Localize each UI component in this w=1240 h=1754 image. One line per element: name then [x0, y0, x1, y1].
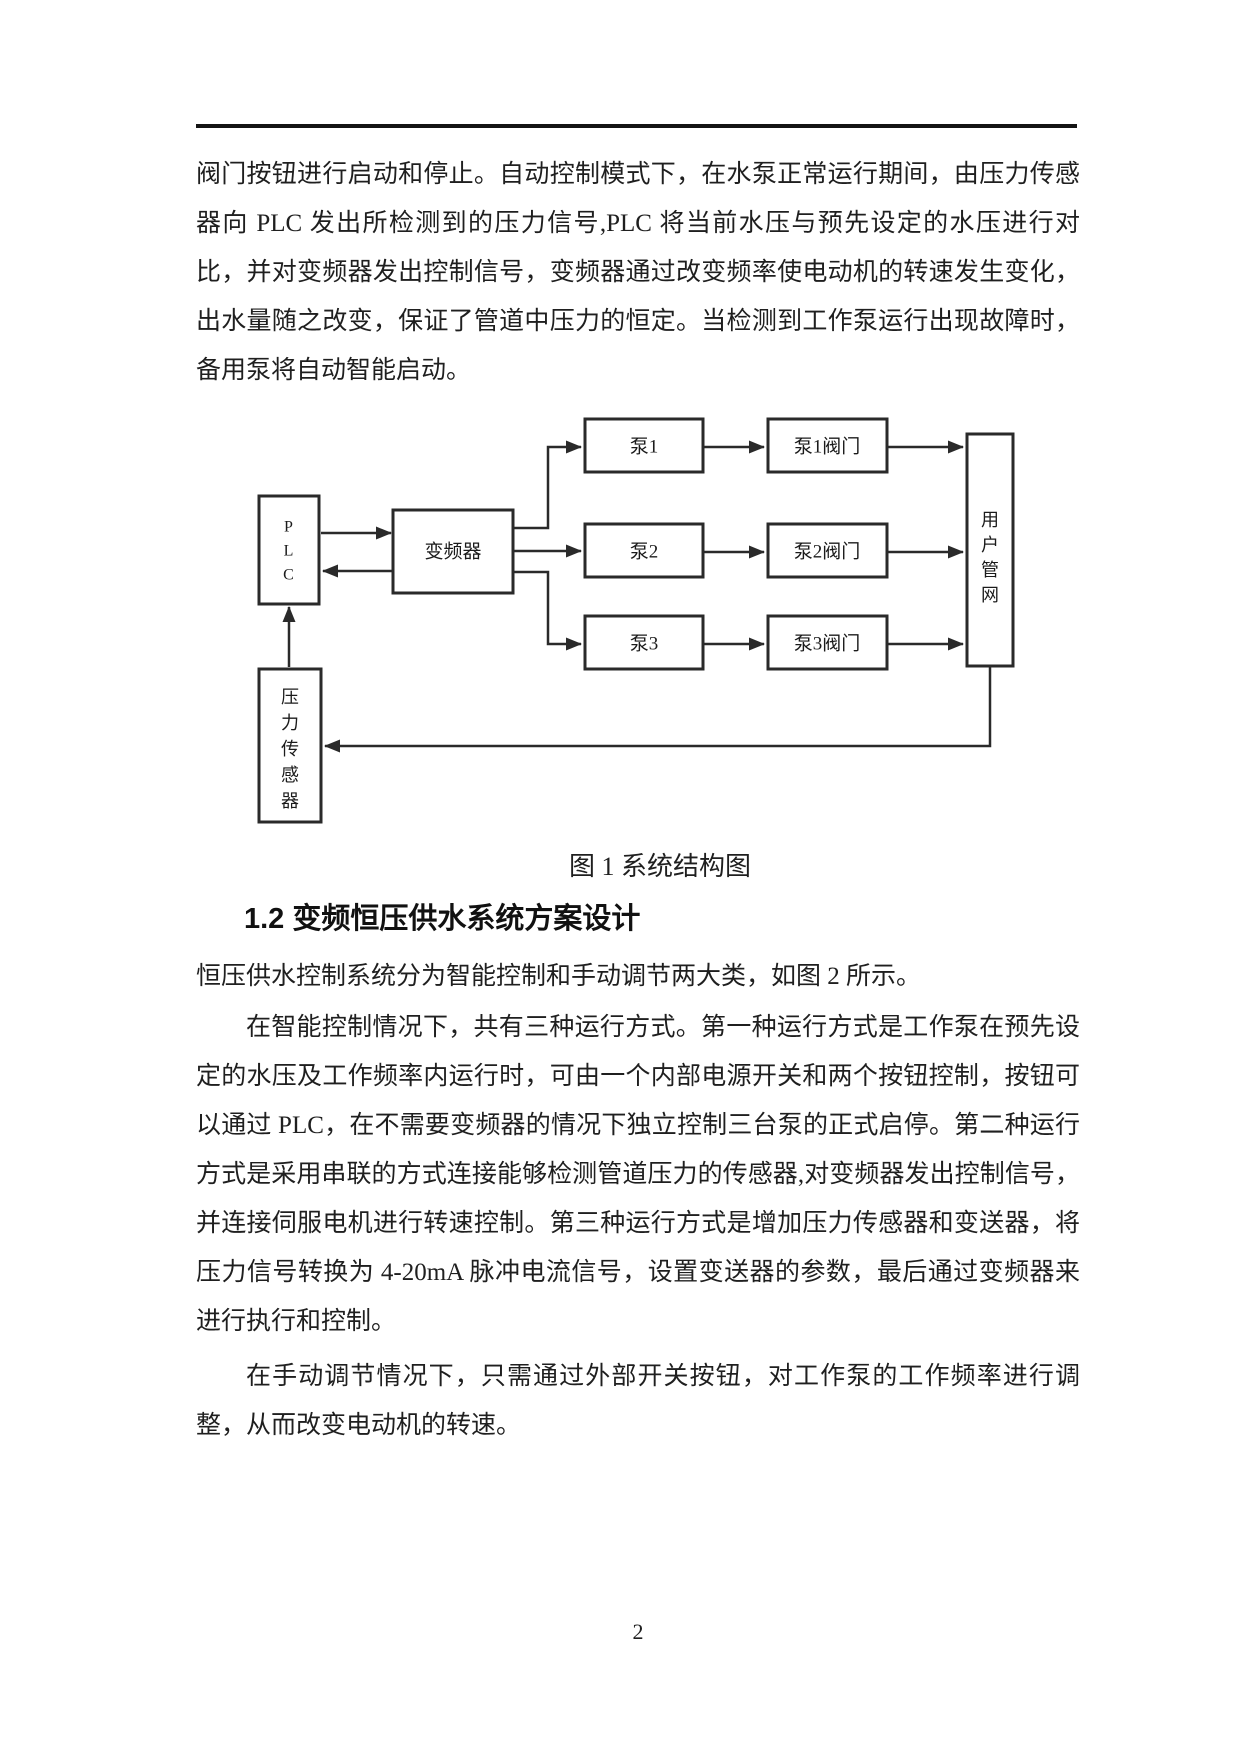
- arrow-network-to-sensor: [324, 666, 992, 753]
- section-heading: 1.2 变频恒压供水系统方案设计: [244, 903, 641, 935]
- page-number: 2: [632, 1619, 644, 1644]
- inverter-box: [391, 508, 515, 595]
- pump1-box: [583, 417, 705, 474]
- valve3-label: 泵3阀门: [794, 633, 861, 655]
- pressure-sensor-label: 器: [281, 791, 299, 811]
- valve2-label: 泵2阀门: [794, 541, 861, 563]
- valve2-box: [766, 522, 889, 579]
- pressure-sensor-label: 传: [281, 739, 299, 759]
- user-network-label: 网: [981, 585, 999, 605]
- pump1-label: 泵1: [630, 437, 659, 458]
- header-rule: [196, 124, 1077, 128]
- user-network-box: [965, 432, 1015, 668]
- plc-box: [257, 494, 321, 606]
- figure-caption: 图 1 系统结构图: [568, 852, 751, 881]
- user-network-label: 用: [981, 510, 999, 530]
- paragraph-intro: 恒压供水控制系统分为智能控制和手动调节两大类，如图 2 所示。: [196, 963, 922, 990]
- inverter-label: 变频器: [424, 541, 481, 563]
- valve1-label: 泵1阀门: [794, 436, 861, 458]
- pump3-box: [583, 614, 705, 671]
- pressure-sensor-box: [257, 667, 323, 824]
- user-network-label: 户: [981, 535, 999, 555]
- plc-label: L: [284, 543, 295, 560]
- user-network-label: 管: [981, 560, 999, 580]
- pump3-label: 泵3: [630, 634, 659, 655]
- arrow-inverter-to-pump1: [513, 440, 582, 530]
- plc-label: P: [284, 519, 294, 536]
- plc-label: C: [283, 567, 295, 584]
- pressure-sensor-label: 压: [281, 687, 299, 707]
- pump2-label: 泵2: [630, 542, 659, 563]
- pump2-box: [583, 522, 705, 579]
- pressure-sensor-label: 力: [281, 713, 299, 733]
- arrow-inverter-to-pump3: [513, 570, 582, 651]
- paragraph-manual-control: 在手动调节情况下，只需通过外部开关按钮，对工作泵的工作频率进行调整，从而改变电动…: [196, 1363, 1080, 1439]
- paragraph-smart-control: 在智能控制情况下，共有三种运行方式。第一种运行方式是工作泵在预先设定的水压及工作…: [196, 1014, 1080, 1335]
- valve3-box: [766, 614, 889, 671]
- pressure-sensor-label: 感: [281, 765, 299, 785]
- paragraph-continued: 阀门按钮进行启动和停止。自动控制模式下，在水泵正常运行期间，由压力传感器向 PL…: [196, 161, 1080, 384]
- valve1-box: [766, 417, 889, 474]
